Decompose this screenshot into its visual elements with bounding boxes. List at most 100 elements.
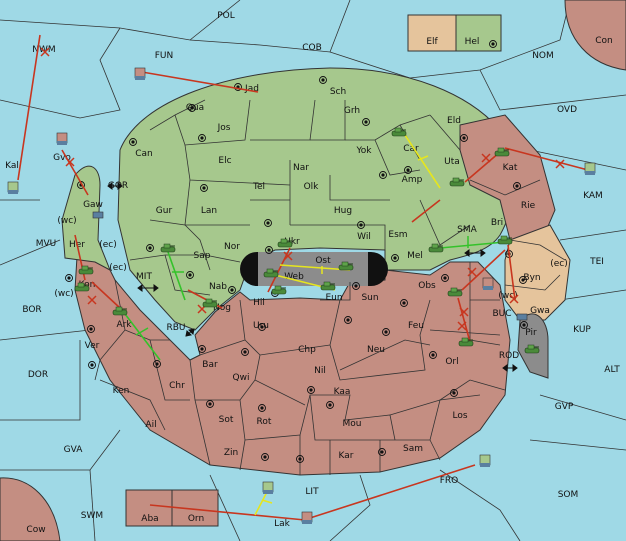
army-tank-icon[interactable] bbox=[524, 344, 540, 354]
region-label-lak: Lak bbox=[274, 519, 291, 529]
region-elf[interactable] bbox=[407, 14, 457, 52]
region-label-yok: Yok bbox=[355, 146, 372, 156]
region-label-nor: Nor bbox=[224, 242, 240, 252]
supply-center-marker bbox=[129, 138, 137, 146]
army-tank-icon[interactable] bbox=[202, 298, 218, 308]
support-markers bbox=[135, 236, 469, 336]
region-label-nom: NOM bbox=[532, 51, 554, 61]
order-move-bri-byn bbox=[507, 244, 516, 301]
fleet-icon[interactable] bbox=[7, 181, 19, 194]
fleet-icon[interactable] bbox=[92, 211, 104, 219]
supply-center-marker bbox=[378, 448, 386, 456]
army-tank-icon[interactable] bbox=[458, 337, 474, 347]
army-tank-icon[interactable] bbox=[160, 243, 176, 253]
order-yellow-lak bbox=[254, 489, 269, 516]
army-tank-icon[interactable] bbox=[277, 238, 293, 248]
army-tank-icon[interactable] bbox=[494, 147, 510, 157]
region-label-zin: Zin bbox=[224, 448, 238, 458]
army-tank-icon[interactable] bbox=[391, 127, 407, 137]
region-label-kaa: Kaa bbox=[334, 387, 351, 397]
supply-center-marker bbox=[519, 276, 527, 284]
army-tank-icon[interactable] bbox=[78, 265, 94, 275]
supply-center-marker bbox=[379, 171, 387, 179]
fleet-icon[interactable] bbox=[479, 454, 491, 467]
army-tank-icon[interactable] bbox=[428, 243, 444, 253]
region-label-eld: Eld bbox=[447, 116, 461, 126]
supply-center-marker bbox=[258, 323, 266, 331]
fleet-icon[interactable] bbox=[134, 67, 146, 80]
region-label-kar: Kar bbox=[339, 451, 354, 461]
region-label-ark: Ark bbox=[116, 320, 132, 330]
fleet-icon[interactable] bbox=[584, 162, 596, 175]
region-label-mel: Mel bbox=[407, 251, 423, 261]
region-label-can: Can bbox=[135, 149, 153, 159]
fleet-icon[interactable] bbox=[301, 511, 313, 524]
region-label-eun: Eun bbox=[325, 293, 342, 303]
order-move-nwm-kal bbox=[17, 34, 41, 181]
fleet-icon[interactable] bbox=[516, 313, 528, 321]
fleet-icon[interactable] bbox=[56, 132, 68, 145]
order-move-lak-fro bbox=[309, 464, 476, 519]
region-label-chp: Chp bbox=[298, 345, 316, 355]
supply-center-marker bbox=[352, 282, 360, 290]
region-label-uru: Uru bbox=[253, 321, 269, 331]
region-label-qwi: Qwi bbox=[233, 373, 250, 383]
coast-note: (ec) bbox=[109, 263, 127, 273]
region-label-fro: FRO bbox=[440, 476, 459, 486]
region-label-web: Web bbox=[284, 272, 304, 282]
region-label-amp: Amp bbox=[402, 175, 423, 185]
coast-note: (wc) bbox=[54, 289, 73, 299]
region-label-gvp: GVP bbox=[555, 402, 574, 412]
region-label-mit: MIT bbox=[136, 272, 152, 282]
region-aba[interactable] bbox=[125, 489, 173, 527]
army-tank-icon[interactable] bbox=[263, 268, 279, 278]
order-move-kat-amp bbox=[464, 151, 501, 183]
region-label-jad: Jad bbox=[244, 84, 259, 94]
land-east-tan bbox=[504, 224, 571, 321]
region-label-kam: KAM bbox=[583, 191, 603, 201]
fleet-icon[interactable] bbox=[262, 481, 274, 494]
supply-center-marker bbox=[87, 325, 95, 333]
army-tank-icon[interactable] bbox=[447, 287, 463, 297]
order-move-esm-sma bbox=[411, 199, 441, 223]
region-label-uta: Uta bbox=[444, 157, 460, 167]
region-label-rie: Rie bbox=[521, 201, 536, 211]
fleet-icon[interactable] bbox=[482, 277, 494, 290]
army-tank-icon[interactable] bbox=[271, 285, 287, 295]
region-label-esm: Esm bbox=[388, 230, 407, 240]
region-label-los: Los bbox=[452, 411, 467, 421]
region-label-ken: Ken bbox=[113, 386, 130, 396]
army-tank-icon[interactable] bbox=[497, 235, 513, 245]
region-label-sap: Sap bbox=[194, 251, 211, 261]
region-label-ukr: Ukr bbox=[284, 237, 300, 247]
supply-center-marker bbox=[460, 134, 468, 142]
army-tank-icon[interactable] bbox=[338, 261, 354, 271]
supply-center-marker bbox=[382, 328, 390, 336]
coast-note: (wc) bbox=[498, 291, 517, 301]
region-label-rot: Rot bbox=[257, 417, 272, 427]
supply-center-marker bbox=[88, 361, 96, 369]
region-label-neu: Neu bbox=[367, 345, 385, 355]
region-label-byn: Byn bbox=[523, 273, 540, 283]
army-tank-icon[interactable] bbox=[449, 177, 465, 187]
region-label-sam: Sam bbox=[403, 444, 423, 454]
supply-center-marker bbox=[489, 40, 497, 48]
army-tank-icon[interactable] bbox=[320, 281, 336, 291]
order-move-fun-jad bbox=[141, 71, 259, 93]
order-support-mel-bri bbox=[439, 241, 506, 249]
supply-center-marker bbox=[450, 389, 458, 397]
region-label-ovd: OVD bbox=[557, 105, 577, 115]
army-tank-icon[interactable] bbox=[74, 282, 90, 292]
region-label-chr: Chr bbox=[169, 381, 185, 391]
region-label-gva: GVA bbox=[64, 445, 84, 455]
supply-center-marker bbox=[198, 134, 206, 142]
region-label-nar: Nar bbox=[293, 163, 309, 173]
army-tank-icon[interactable] bbox=[112, 306, 128, 316]
region-label-nil: Nil bbox=[314, 366, 326, 376]
region-label-gvo: Gvo bbox=[53, 153, 71, 163]
region-label-rbu: RBU bbox=[166, 323, 185, 333]
region-label-bri: Bri bbox=[491, 218, 503, 228]
region-label-pir: Pir bbox=[525, 328, 537, 338]
